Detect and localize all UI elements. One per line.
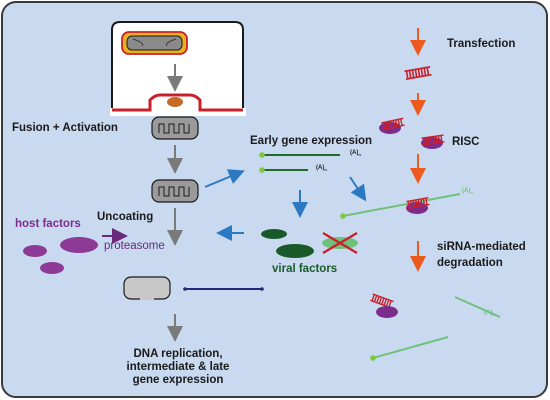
arrow-to-mrna — [349, 176, 367, 202]
risc-complex-1 — [379, 117, 406, 134]
host-factor-1 — [23, 245, 47, 257]
fusion-bleb — [167, 97, 183, 107]
label-early-gene-expression: Early gene expression — [250, 135, 373, 147]
polya-tail-3: (A)n — [462, 188, 473, 196]
label-host-factors: host factors — [15, 218, 81, 230]
degraded-sirna-risc — [369, 293, 398, 318]
virion-core — [126, 35, 183, 51]
arrow-early-expression — [204, 169, 245, 188]
polya-tail-4: (A)n — [484, 310, 495, 318]
polya-tail-1: (A)n — [350, 150, 361, 158]
viral-factor-blocked — [322, 232, 358, 254]
label-sirna-degradation: siRNA-mediated degradation — [437, 241, 526, 269]
mrna-fragment-1 — [454, 296, 501, 318]
virus-core-1 — [151, 116, 199, 140]
label-dna-replication: DNA replication, intermediate & late gen… — [126, 348, 230, 387]
risc-complex-2 — [420, 134, 446, 149]
label-uncoating: Uncoating — [97, 211, 154, 223]
label-risc: RISC — [452, 136, 480, 148]
core-inhibition-link — [183, 287, 264, 291]
label-proteasome: proteasome — [104, 240, 165, 252]
virion-attached — [110, 21, 246, 116]
viral-factor-2 — [276, 244, 314, 258]
label-viral-factors: viral factors — [272, 263, 338, 275]
host-factor-3 — [40, 262, 64, 274]
plasma-membrane — [112, 93, 243, 112]
viral-factor-1 — [261, 229, 287, 239]
polya-tail-2: (A)n — [316, 165, 327, 173]
mrna-early-1 — [259, 152, 340, 158]
mrna-early-2 — [259, 167, 308, 173]
virus-core-2 — [151, 179, 199, 203]
risc-on-mrna — [405, 196, 431, 214]
label-fusion-activation: Fusion + Activation — [12, 122, 118, 134]
virus-core-uncoated — [123, 276, 171, 300]
host-factor-2 — [60, 237, 98, 253]
mrna-targeted — [340, 193, 461, 219]
label-transfection: Transfection — [447, 38, 516, 50]
mrna-fragment-2 — [370, 336, 449, 361]
